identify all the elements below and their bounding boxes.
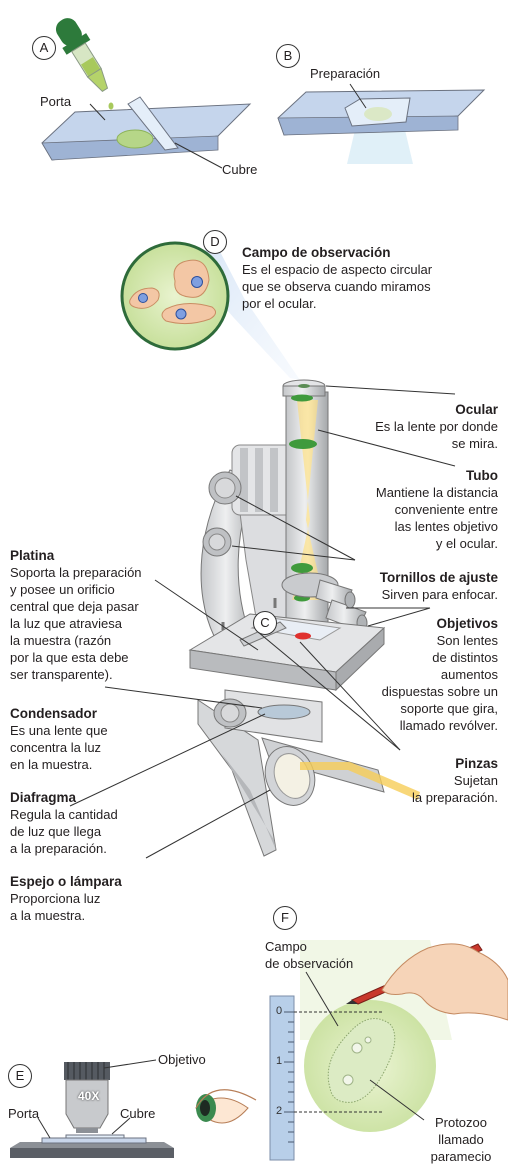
- panel-a-letter: A: [32, 36, 56, 60]
- ruler-tick-0: 0: [276, 1005, 283, 1017]
- panel-d-field-of-view: [120, 240, 300, 380]
- panel-c-letter: C: [253, 611, 277, 635]
- porta-e: [41, 1137, 147, 1144]
- platina-text: Soporta la preparación y posee un orific…: [10, 565, 142, 682]
- panel-f-drawing: [269, 940, 508, 1161]
- platina-title: Platina: [10, 548, 55, 563]
- diafragma-text: Regula la cantidad de luz que llega a la…: [10, 807, 118, 856]
- ruler: [269, 995, 295, 1161]
- cubre-e: [65, 1134, 125, 1139]
- label-cubre-e: Cubre: [120, 1106, 156, 1121]
- ruler-tick-1: 1: [276, 1055, 283, 1067]
- cubre-glass: [127, 96, 179, 151]
- light-cone-b: [347, 130, 413, 164]
- label-cubre-a: Cubre: [222, 162, 258, 177]
- adjustment-knobs: [202, 471, 242, 557]
- label-campo-f: Campo de observación: [265, 939, 354, 971]
- label-preparacion-b: Preparación: [310, 66, 381, 81]
- panel-a-slide-preparation: [41, 18, 252, 169]
- panel-e-letter: E: [8, 1064, 32, 1088]
- label-objetivo-e: Objetivo: [158, 1052, 206, 1067]
- label-porta-a: Porta: [40, 94, 72, 109]
- pinzas-title: Pinzas: [455, 756, 498, 771]
- objetivos-text: Son lentes de distintos aumentos dispues…: [381, 633, 498, 733]
- panel-f-letter: F: [273, 906, 297, 930]
- panel-e-objective-view: [10, 1059, 257, 1158]
- objetivos-title: Objetivos: [436, 616, 498, 631]
- tubo-title: Tubo: [466, 468, 498, 483]
- objectives: [315, 579, 368, 632]
- campo-observacion-title: Campo de observación: [242, 245, 391, 260]
- label-porta-e: Porta: [8, 1106, 40, 1121]
- diafragma-title: Diafragma: [10, 790, 77, 805]
- dropper: [55, 18, 109, 92]
- tornillos-text: Sirven para enfocar.: [381, 587, 498, 602]
- label-protozoo-f: Protozoo llamado paramecio: [430, 1115, 492, 1164]
- campo-observacion-text: Es el espacio de aspecto circular que se…: [242, 262, 433, 311]
- panel-d-letter: D: [203, 230, 227, 254]
- espejo-text: Proporciona luz a la muestra.: [10, 891, 101, 923]
- ocular-text: Es la lente por donde se mira.: [375, 419, 498, 451]
- ocular-title: Ocular: [455, 402, 498, 417]
- sample-drop: [116, 129, 154, 149]
- leader-lines: [69, 385, 456, 859]
- part-condensador: Condensador Es una lente que concentra la…: [10, 688, 180, 773]
- stage-e: [10, 1148, 174, 1158]
- objective-lens-body: [65, 1079, 109, 1129]
- condensador-title: Condensador: [10, 706, 98, 721]
- tubo-text: Mantiene la distancia conveniente entre …: [375, 485, 498, 551]
- ocular-lens: [291, 394, 313, 402]
- ruler-tick-2: 2: [276, 1105, 283, 1117]
- hand: [381, 943, 508, 1021]
- objective-magnification: 40X: [78, 1089, 100, 1103]
- pinzas-text: Sujetan la preparación.: [412, 773, 498, 805]
- condensador-text: Es una lente que concentra la luz en la …: [10, 723, 108, 772]
- tornillos-title: Tornillos de ajuste: [379, 570, 498, 585]
- panel-b-preparation: [277, 83, 486, 164]
- campo-observacion-d: Campo de observación Es el espacio de asp…: [242, 227, 482, 312]
- light-beam: [292, 400, 324, 600]
- mirror-light: [300, 762, 420, 800]
- tube-lens: [289, 439, 317, 449]
- espejo-title: Espejo o lámpara: [10, 874, 122, 889]
- eye-icon: [195, 1089, 257, 1124]
- part-ocular: Ocular Es la lente por donde se mira.: [330, 384, 498, 452]
- panel-b-letter: B: [276, 44, 300, 68]
